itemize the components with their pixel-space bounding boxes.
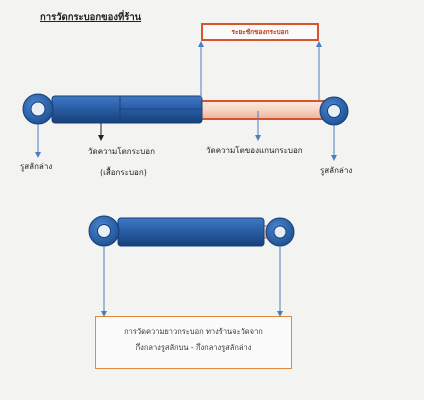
note-line-1: การวัดความยาวกระบอก ทางร้านจะวัดจาก (124, 327, 263, 336)
diagram-title: การวัดกระบอกของที่ร้าน (40, 12, 142, 23)
note-line-2: กึ่งกลางรูสลักบน - กึ่งกลางรูสลักล่าง (135, 343, 252, 352)
top-rod (199, 100, 329, 120)
bottom-shock-absorber (88, 215, 295, 247)
label-rod-diameter: วัดความโตของแกนกระบอก (206, 146, 303, 155)
label-lower-eye-right: รูสลักล่าง (320, 166, 353, 175)
label-body-diameter: วัดความโตกระบอก (88, 147, 155, 156)
length-measurement-note: การวัดความยาวกระบอก ทางร้านจะวัดจาก กึ่ง… (95, 316, 292, 369)
stroke-length-label: ระยะชักของกระบอก (231, 28, 289, 36)
stroke-length-box: ระยะชักของกระบอก (201, 23, 319, 41)
top-body (51, 95, 203, 124)
label-lower-eye-left: รูสลักล่าง (20, 162, 53, 171)
bottom-body (117, 217, 265, 247)
label-body-diameter-sub: (เสื้อกระบอก) (100, 168, 147, 177)
top-shock-absorber (22, 93, 349, 126)
